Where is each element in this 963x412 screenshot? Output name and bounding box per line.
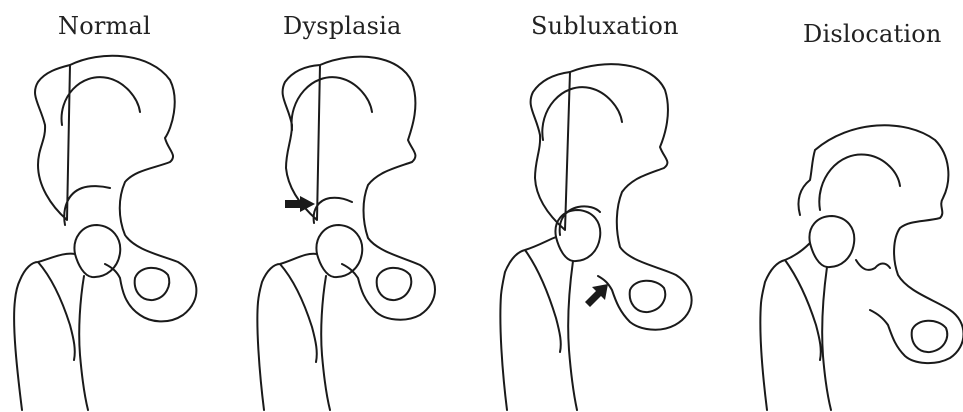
femur-shaft (500, 237, 577, 410)
obturator-foramen (135, 268, 170, 300)
right-arrow-icon (285, 196, 315, 212)
pelvis-outline (35, 56, 196, 322)
femoral-head (809, 216, 854, 267)
femur-shaft (760, 243, 831, 410)
iliac-crest-line (62, 77, 140, 125)
diagonal-arrow-icon (585, 284, 608, 307)
obturator-foramen (377, 268, 412, 300)
femur-shaft (257, 254, 330, 410)
iliac-crest-line (819, 154, 900, 210)
femur-shaft (14, 254, 88, 410)
acetabulum-rim (856, 260, 890, 270)
femoral-head (316, 225, 362, 277)
panel-normal (14, 56, 196, 410)
obturator-foramen (630, 281, 666, 312)
iliac-crest-line (542, 87, 622, 140)
pelvis-outline (531, 64, 692, 330)
panel-dislocation (760, 125, 963, 410)
femoral-head (74, 225, 120, 277)
panel-subluxation (500, 64, 691, 410)
panel-dysplasia (257, 57, 435, 410)
iliac-crest-line (292, 77, 372, 130)
obturator-foramen (912, 321, 948, 352)
